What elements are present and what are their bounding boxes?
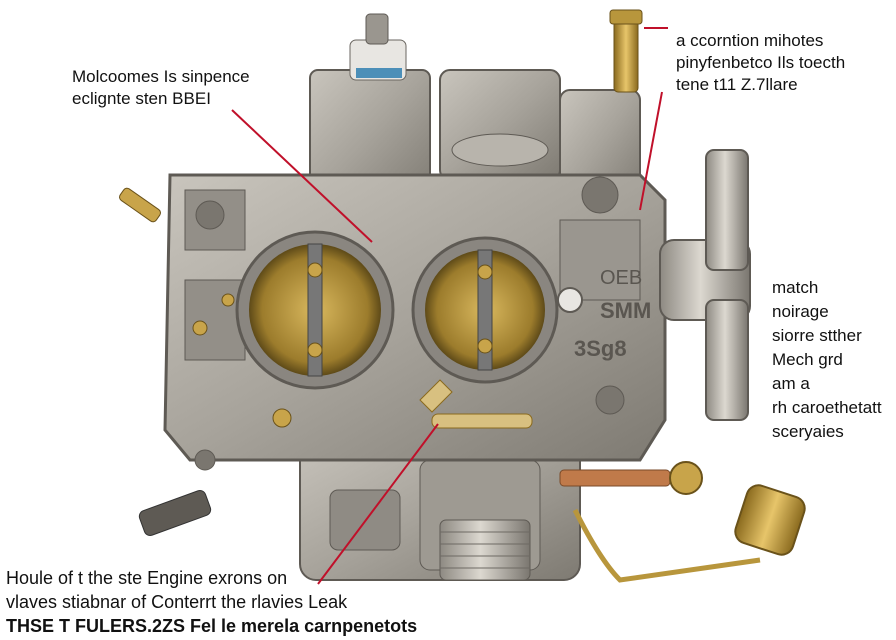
callout-top-right-line: tene t11 Z.7llare <box>676 75 798 94</box>
callout-right: match noirage siorre stther Mech grd am … <box>772 276 882 444</box>
callout-right-line: rh caroethetatt <box>772 398 882 417</box>
threaded-fitting <box>439 519 531 581</box>
callout-top-left-line: eclignte sten BBEI <box>72 89 211 108</box>
brass-tube <box>559 461 806 583</box>
leader-top-right <box>639 91 663 211</box>
throttle-linkage <box>419 379 533 429</box>
top-tower <box>309 13 641 201</box>
leader-bottom <box>317 423 439 585</box>
casting-mark-1: OEB <box>600 267 642 289</box>
callout-right-line: noirage <box>772 302 829 321</box>
callout-bottom-line: vlaves stiabnar of Conterrt the rlavies … <box>6 592 348 612</box>
callout-top-left: Molcoomes Is sinpence eclignte sten BBEI <box>72 66 250 110</box>
casting-mark-2: SMM <box>600 298 651 323</box>
left-fittings <box>119 187 212 536</box>
callout-top-right-line: pinyfenbetco Ils toecth <box>676 53 846 72</box>
callout-right-line: Mech grd <box>772 350 843 369</box>
lower-body <box>299 429 581 581</box>
side-pipe-right <box>659 149 751 421</box>
callout-right-line: siorre stther <box>772 326 862 345</box>
callout-top-left-line: Molcoomes Is sinpence <box>72 67 250 86</box>
casting-mark-3: 3Sg8 <box>574 336 627 361</box>
leader-lines <box>231 27 668 585</box>
throttle-bore-left <box>235 230 395 390</box>
leader-top-left <box>231 109 373 243</box>
callout-top-right: a ccorntion mihotes pinyfenbetco Ils toe… <box>676 30 845 96</box>
callout-right-line: match <box>772 278 819 297</box>
throttle-bore-right <box>411 236 559 384</box>
callout-bottom-line: Houle of t the ste Engine exrons on <box>6 568 288 588</box>
callout-bottom-line: THSE T FULERS.2ZS Fel le merela carnpene… <box>6 616 418 636</box>
fuel-inlet-fitting <box>609 9 643 93</box>
callout-right-line: am a <box>772 374 810 393</box>
callout-top-right-line: a ccorntion mihotes <box>676 31 824 50</box>
callout-bottom: Houle of t the ste Engine exrons on vlav… <box>6 566 417 638</box>
callout-right-line: sceryaies <box>772 422 844 441</box>
